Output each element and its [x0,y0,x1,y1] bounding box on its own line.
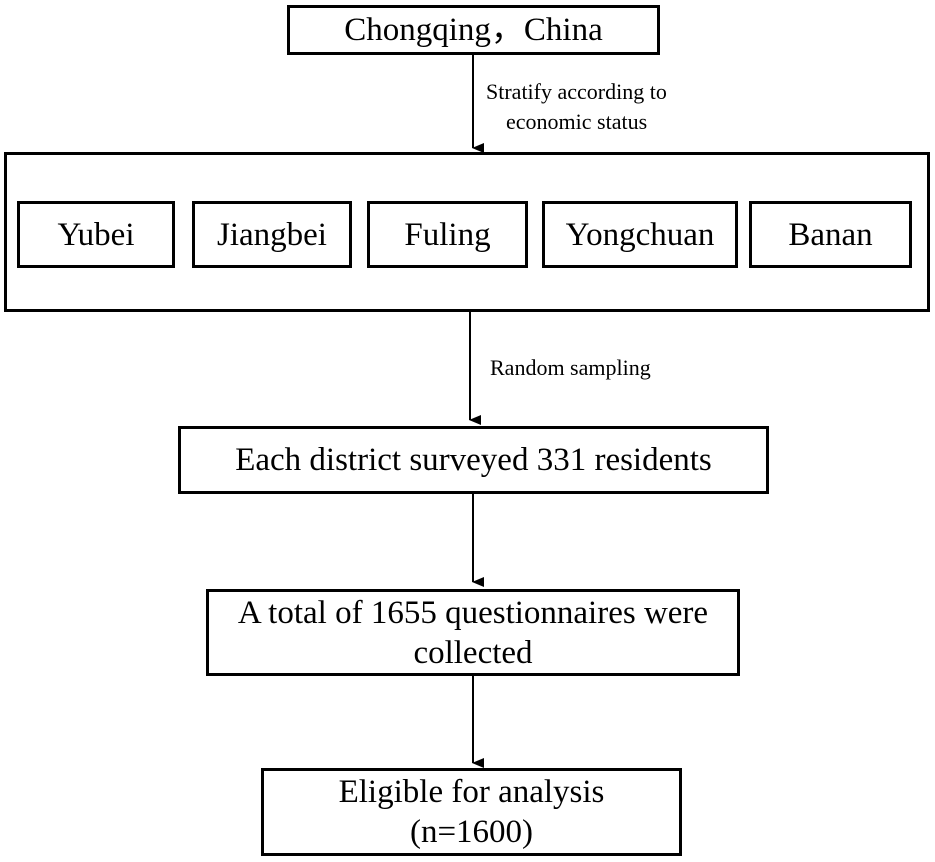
eligible-node: Eligible for analysis (n=1600) [261,768,682,856]
stratify-label-line1: Stratify according to [486,79,667,104]
district-label: Jiangbei [217,216,327,253]
district-label: Yubei [57,216,135,253]
district-node-yubei: Yubei [17,201,175,268]
survey-node: Each district surveyed 331 residents [178,426,769,494]
eligible-label-line2: (n=1600) [409,814,534,850]
stratify-label: Stratify according to economic status [486,77,667,137]
eligible-label-line1: Eligible for analysis [338,774,605,810]
district-label: Yongchuan [565,216,715,253]
district-label: Banan [788,216,873,253]
district-node-fuling: Fuling [367,201,528,268]
collected-label-line1: A total of 1655 questionnaires were [237,594,709,631]
district-node-banan: Banan [749,201,912,268]
stratify-label-line2: economic status [506,109,648,134]
survey-label: Each district surveyed 331 residents [235,442,712,478]
collected-node: A total of 1655 questionnaires were coll… [206,589,740,676]
district-label: Fuling [404,216,491,253]
root-node: Chongqing，China [287,5,660,55]
district-node-yongchuan: Yongchuan [542,201,738,268]
district-node-jiangbei: Jiangbei [192,201,352,268]
random-sampling-label: Random sampling [490,355,651,380]
root-label: Chongqing，China [344,12,603,48]
collected-label-line2: collected [413,634,533,671]
